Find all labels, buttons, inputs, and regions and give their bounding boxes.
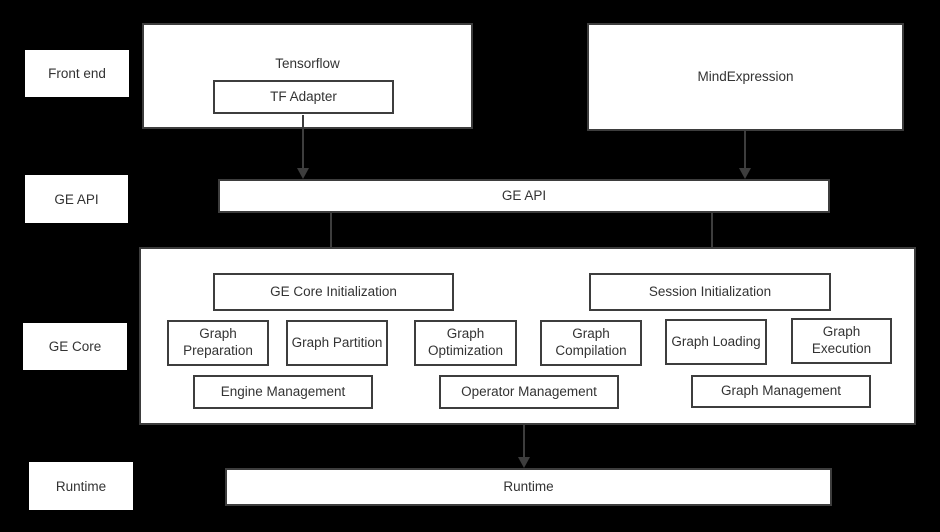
tensorflow-box: Tensorflow TF Adapter xyxy=(142,23,473,129)
tensorflow-label: Tensorflow xyxy=(275,56,340,71)
engine-management-box: Engine Management xyxy=(193,375,373,409)
runtime-bar: Runtime xyxy=(225,468,832,506)
arrow-tf-adapter-to-ge-api xyxy=(297,115,309,179)
session-initialization-box: Session Initialization xyxy=(589,273,831,311)
ge-api-bar: GE API xyxy=(218,179,830,213)
ge-core-initialization-box: GE Core Initialization xyxy=(213,273,454,311)
graph-management-box: Graph Management xyxy=(691,375,871,408)
graph-loading-box: Graph Loading xyxy=(665,319,767,365)
graph-partition-box: Graph Partition xyxy=(286,320,388,366)
graph-preparation-box: Graph Preparation xyxy=(167,320,269,366)
arrow-mindexpression-to-ge-api xyxy=(739,131,751,179)
graph-optimization-box: Graph Optimization xyxy=(414,320,517,366)
row-label-front-end: Front end xyxy=(25,50,129,97)
operator-management-box: Operator Management xyxy=(439,375,619,409)
graph-compilation-box: Graph Compilation xyxy=(540,320,642,366)
arrow-ge-core-to-runtime xyxy=(518,425,530,468)
row-label-runtime: Runtime xyxy=(29,462,133,510)
row-label-ge-api: GE API xyxy=(25,175,128,223)
tf-adapter-box: TF Adapter xyxy=(213,80,394,114)
graph-execution-box: Graph Execution xyxy=(791,318,892,364)
mindexpression-box: MindExpression xyxy=(587,23,904,131)
ge-core-container: GE Core Initialization Session Initializ… xyxy=(139,247,916,425)
row-label-ge-core: GE Core xyxy=(23,323,127,370)
